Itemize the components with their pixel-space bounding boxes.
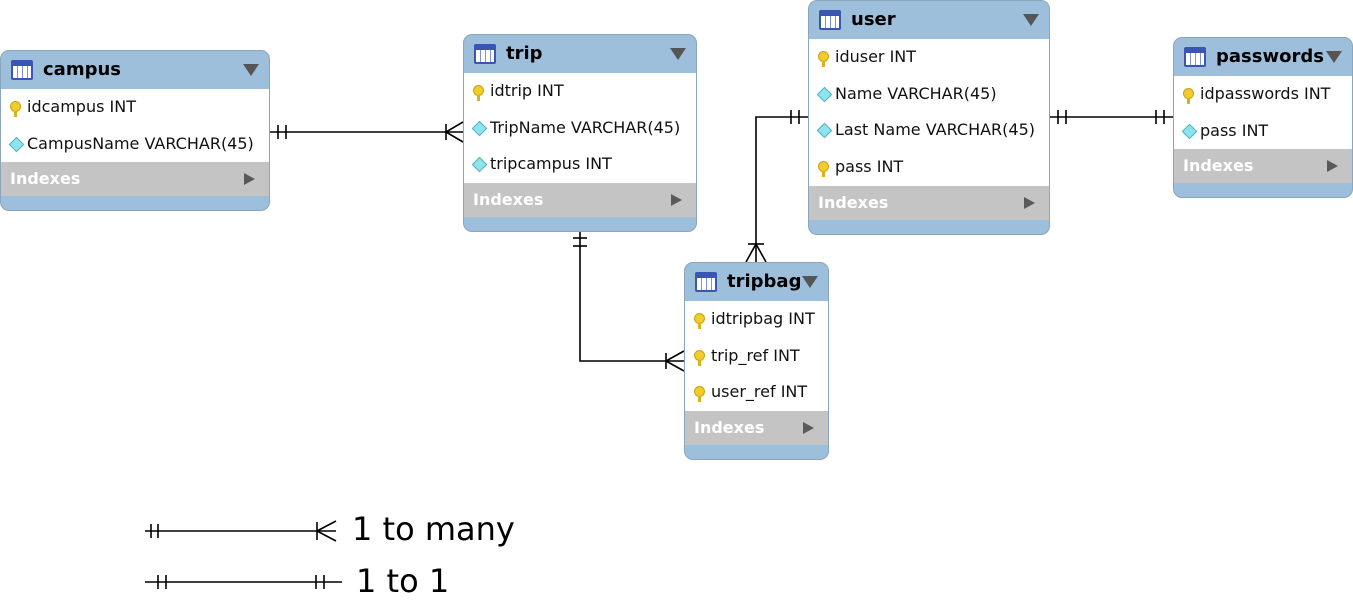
column-row[interactable]: tripcampus INT xyxy=(464,146,696,183)
column-row[interactable]: pass INT xyxy=(809,149,1049,186)
key-icon xyxy=(818,161,829,178)
column-name: CampusName VARCHAR(45) xyxy=(27,133,254,153)
indexes-section[interactable]: Indexes xyxy=(464,183,696,218)
rel-trip-tripbag xyxy=(573,232,685,372)
indexes-section[interactable]: Indexes xyxy=(685,411,828,446)
entity-header[interactable]: passwords xyxy=(1174,38,1352,76)
key-icon xyxy=(473,85,484,101)
column-name: Name VARCHAR(45) xyxy=(835,83,997,103)
attribute-icon xyxy=(816,123,833,139)
table-icon xyxy=(695,272,717,292)
entity-header[interactable]: campus xyxy=(1,51,269,89)
column-name: tripcampus INT xyxy=(490,154,612,174)
column-name: iduser INT xyxy=(835,47,917,66)
entity-trip[interactable]: trip idtrip INT TripName VARCHAR(45) tri… xyxy=(463,34,697,232)
indexes-section[interactable]: Indexes xyxy=(1,162,269,197)
indexes-label: Indexes xyxy=(10,169,81,189)
entity-title: campus xyxy=(43,59,121,80)
table-icon xyxy=(11,60,33,80)
column-name: idcampus INT xyxy=(27,97,136,116)
column-row[interactable]: pass INT xyxy=(1174,113,1352,150)
column-row[interactable]: idtripbag INT xyxy=(685,301,828,338)
legend-one-to-one-label: 1 to 1 xyxy=(356,562,450,600)
entity-title: passwords xyxy=(1216,46,1324,67)
key-icon xyxy=(10,101,21,117)
rel-campus-trip xyxy=(270,121,464,143)
indexes-label: Indexes xyxy=(1183,156,1254,176)
collapse-triangle-icon[interactable] xyxy=(670,48,686,60)
column-row[interactable]: user_ref INT xyxy=(685,374,828,411)
expand-arrow-icon[interactable] xyxy=(1024,196,1035,209)
rel-user-passwords xyxy=(1049,110,1173,124)
column-name: pass INT xyxy=(835,157,904,177)
column-row[interactable]: Last Name VARCHAR(45) xyxy=(809,112,1049,149)
attribute-icon xyxy=(8,136,25,152)
column-row[interactable]: idtrip INT xyxy=(464,73,696,110)
expand-arrow-icon[interactable] xyxy=(803,422,814,435)
entity-footer xyxy=(809,220,1049,233)
column-name: idpasswords INT xyxy=(1200,84,1331,103)
column-name: TripName VARCHAR(45) xyxy=(490,117,681,137)
rel-user-tripbag xyxy=(745,110,808,263)
entity-user[interactable]: user iduser INT Name VARCHAR(45) Last Na… xyxy=(808,0,1050,235)
column-row[interactable]: idcampus INT xyxy=(1,89,269,126)
legend-one-to-many-label: 1 to many xyxy=(352,510,515,548)
column-row[interactable]: idpasswords INT xyxy=(1174,76,1352,113)
attribute-icon xyxy=(471,157,488,173)
indexes-label: Indexes xyxy=(694,418,765,438)
key-icon xyxy=(694,313,705,329)
key-icon xyxy=(1183,88,1194,104)
entity-footer xyxy=(464,217,696,230)
expand-arrow-icon[interactable] xyxy=(1327,160,1338,173)
attribute-icon xyxy=(1181,123,1198,139)
table-icon xyxy=(819,10,841,30)
entity-header[interactable]: trip xyxy=(464,35,696,73)
column-name: pass INT xyxy=(1200,120,1269,140)
key-icon xyxy=(694,386,705,403)
attribute-icon xyxy=(471,120,488,136)
attribute-icon xyxy=(816,86,833,102)
table-icon xyxy=(1184,47,1206,67)
entity-campus[interactable]: campus idcampus INT CampusName VARCHAR(4… xyxy=(0,50,270,211)
collapse-triangle-icon[interactable] xyxy=(243,64,259,76)
indexes-label: Indexes xyxy=(818,192,889,212)
column-row[interactable]: trip_ref INT xyxy=(685,338,828,375)
entity-footer xyxy=(685,445,828,458)
key-icon xyxy=(818,51,829,67)
table-icon xyxy=(474,44,496,64)
column-name: Last Name VARCHAR(45) xyxy=(835,120,1035,140)
column-row[interactable]: Name VARCHAR(45) xyxy=(809,76,1049,113)
key-icon xyxy=(694,349,705,366)
collapse-triangle-icon[interactable] xyxy=(1326,51,1342,63)
legend-one-to-many-symbol xyxy=(145,520,337,542)
entity-footer xyxy=(1174,183,1352,196)
entity-header[interactable]: tripbag xyxy=(685,263,828,301)
column-name: idtrip INT xyxy=(490,81,564,100)
expand-arrow-icon[interactable] xyxy=(244,173,255,186)
collapse-triangle-icon[interactable] xyxy=(1023,14,1039,26)
column-row[interactable]: iduser INT xyxy=(809,39,1049,76)
entity-title: user xyxy=(851,9,896,30)
entity-tripbag[interactable]: tripbag idtripbag INT trip_ref INT user_… xyxy=(684,262,829,460)
entity-header[interactable]: user xyxy=(809,1,1049,39)
indexes-section[interactable]: Indexes xyxy=(1174,149,1352,184)
indexes-section[interactable]: Indexes xyxy=(809,185,1049,220)
collapse-triangle-icon[interactable] xyxy=(802,276,818,288)
column-name: idtripbag INT xyxy=(711,309,815,328)
column-name: user_ref INT xyxy=(711,382,808,402)
entity-title: tripbag xyxy=(727,271,802,292)
entity-title: trip xyxy=(506,43,543,64)
expand-arrow-icon[interactable] xyxy=(671,194,682,207)
legend-one-to-one-symbol xyxy=(145,575,342,589)
column-row[interactable]: TripName VARCHAR(45) xyxy=(464,110,696,147)
entity-footer xyxy=(1,196,269,209)
entity-passwords[interactable]: passwords idpasswords INT pass INT Index… xyxy=(1173,37,1353,198)
indexes-label: Indexes xyxy=(473,190,544,210)
column-name: trip_ref INT xyxy=(711,345,800,365)
column-row[interactable]: CampusName VARCHAR(45) xyxy=(1,126,269,163)
